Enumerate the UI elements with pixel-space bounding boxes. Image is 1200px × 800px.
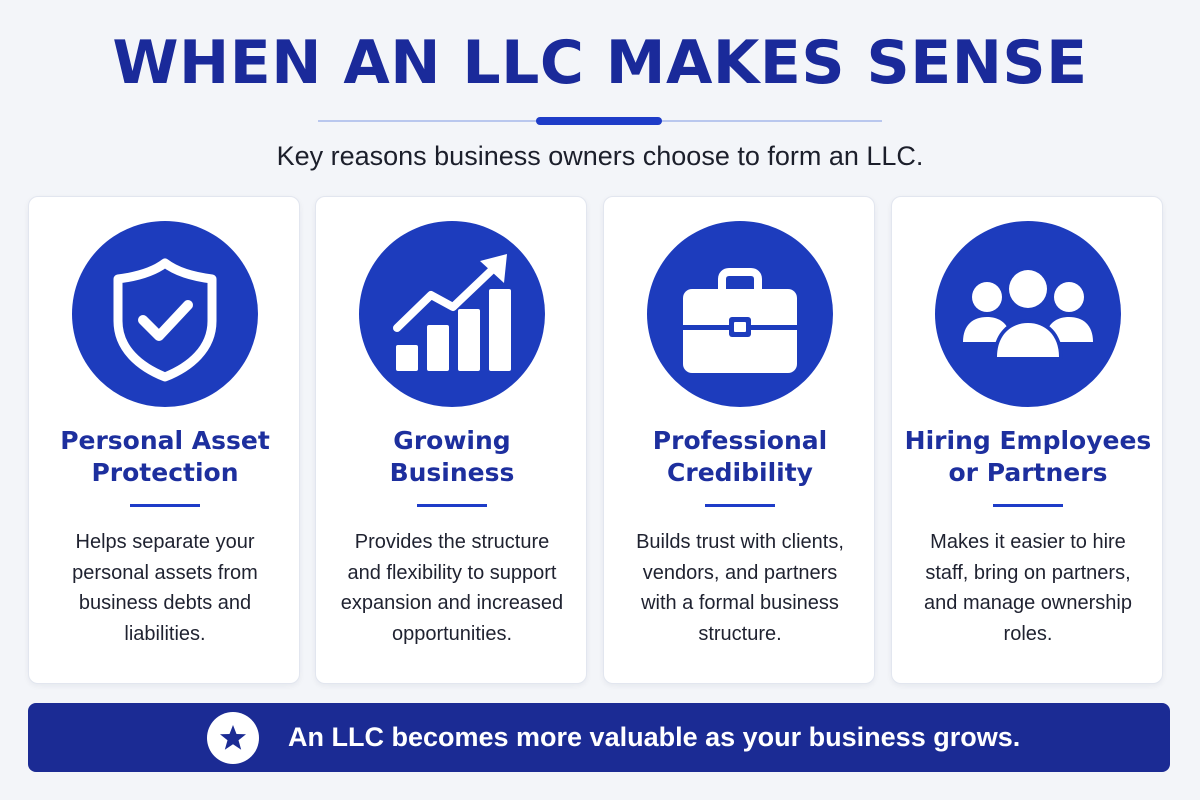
page-title: WHEN AN LLC MAKES SENSE — [112, 28, 1088, 98]
card-professional-credibility: Professional Credibility Builds trust wi… — [603, 196, 875, 684]
card-title: Hiring Employees or Partners — [904, 426, 1152, 487]
card-title-underline — [417, 504, 487, 507]
card-hiring-employees: Hiring Employees or Partners Makes it ea… — [891, 196, 1163, 684]
shield-check-icon — [72, 221, 258, 407]
page-subtitle: Key reasons business owners choose to fo… — [276, 141, 924, 171]
card-description: Helps separate your personal assets from… — [72, 531, 258, 645]
card-title: Professional Credibility — [652, 426, 828, 487]
card-title: Growing Business — [389, 426, 515, 487]
card-title-underline — [130, 504, 200, 507]
banner-text: An LLC becomes more valuable as your bus… — [288, 722, 1021, 752]
card-title: Personal Asset Protection — [60, 426, 270, 487]
card-description: Provides the structure and flexibility t… — [340, 531, 564, 645]
card-description: Builds trust with clients, vendors, and … — [636, 531, 844, 645]
growth-chart-icon — [359, 221, 545, 407]
card-personal-asset-protection: Personal Asset Protection Helps separate… — [28, 196, 300, 684]
briefcase-icon — [647, 221, 833, 407]
card-title-underline — [705, 504, 775, 507]
card-title-underline — [993, 504, 1063, 507]
bottom-banner: An LLC becomes more valuable as your bus… — [28, 703, 1170, 772]
star-icon — [207, 712, 259, 764]
card-growing-business: Growing Business Provides the structure … — [315, 196, 587, 684]
team-icon — [935, 221, 1121, 407]
card-description: Makes it easier to hire staff, bring on … — [924, 531, 1132, 645]
title-divider-accent — [536, 117, 662, 125]
